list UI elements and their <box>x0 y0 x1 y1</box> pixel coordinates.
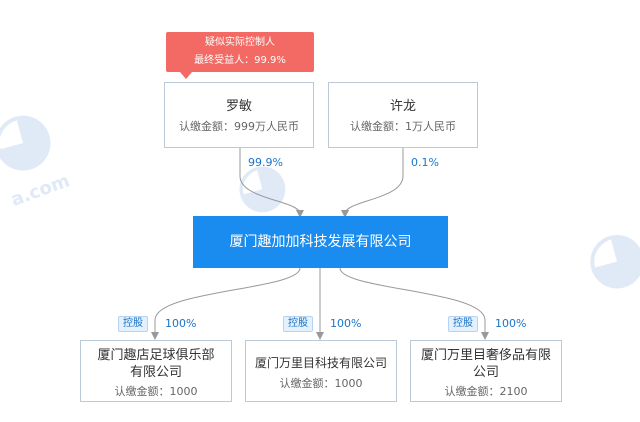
edge-luomin-company <box>239 148 304 218</box>
shareholder-name: 许龙 <box>389 99 416 114</box>
subsidiary-name: 厦门万里目奢侈品有限公司 <box>420 348 551 380</box>
share-percent-luomin: 99.9% <box>248 156 283 169</box>
subsidiary-node-3[interactable]: 厦门万里目奢侈品有限公司 认缴金额：2100 <box>410 340 562 402</box>
subsidiary-amount: 认缴金额：1000 <box>114 385 198 398</box>
subsidiary-node-1[interactable]: 厦门趣店足球俱乐部有限公司 认缴金额：1000 <box>80 340 232 402</box>
subsidiary-amount: 认缴金额：2100 <box>444 385 528 398</box>
badge-line2: 最终受益人：99.9% <box>194 55 286 66</box>
subsidiary-name: 厦门趣店足球俱乐部有限公司 <box>97 348 215 380</box>
holding-percent-3: 100% <box>495 317 527 330</box>
subsidiary-name: 厦门万里目科技有限公司 <box>254 356 387 370</box>
badge-line1: 疑似实际控制人 <box>205 37 275 48</box>
shareholder-amount: 认缴金额：999万人民币 <box>179 120 299 133</box>
edge-xulong-company <box>341 148 404 218</box>
badge-pointer <box>180 72 192 79</box>
holding-tag-2: 控股 <box>283 316 313 332</box>
holding-tag-3: 控股 <box>448 316 478 332</box>
holding-tag-1: 控股 <box>118 316 148 332</box>
shareholder-node-luomin[interactable]: 罗敏 认缴金额：999万人民币 <box>164 82 314 148</box>
share-percent-xulong: 0.1% <box>411 156 439 169</box>
shareholder-node-xulong[interactable]: 许龙 认缴金额：1万人民币 <box>328 82 478 148</box>
shareholder-amount: 认缴金额：1万人民币 <box>350 120 456 133</box>
holding-percent-2: 100% <box>330 317 362 330</box>
edge-company-sub1 <box>151 267 301 340</box>
shareholder-name: 罗敏 <box>225 99 252 114</box>
edge-company-sub3 <box>339 267 489 340</box>
subsidiary-amount: 认缴金额：1000 <box>279 377 363 390</box>
actual-controller-badge: 疑似实际控制人 最终受益人：99.9% <box>166 32 314 72</box>
subsidiary-node-2[interactable]: 厦门万里目科技有限公司 认缴金额：1000 <box>245 340 397 402</box>
holding-percent-1: 100% <box>165 317 197 330</box>
company-node[interactable]: 厦门趣加加科技发展有限公司 <box>193 216 448 268</box>
